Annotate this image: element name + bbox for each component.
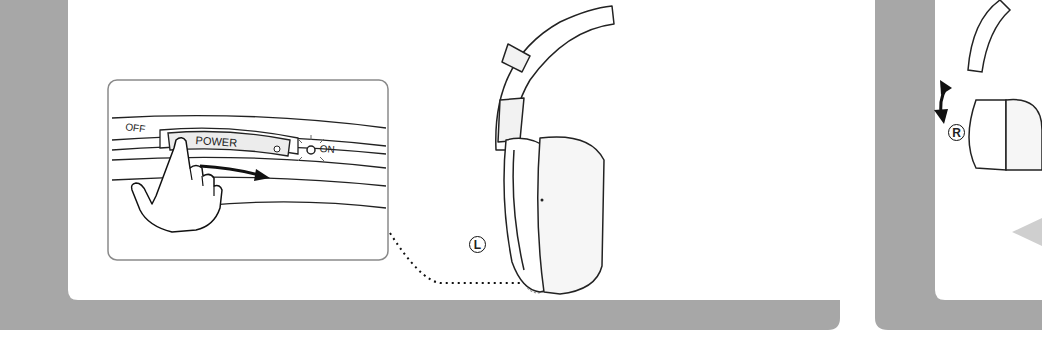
switch-label: ON	[319, 144, 335, 155]
side-marker: R	[948, 124, 965, 141]
side-marker: L	[469, 236, 486, 253]
